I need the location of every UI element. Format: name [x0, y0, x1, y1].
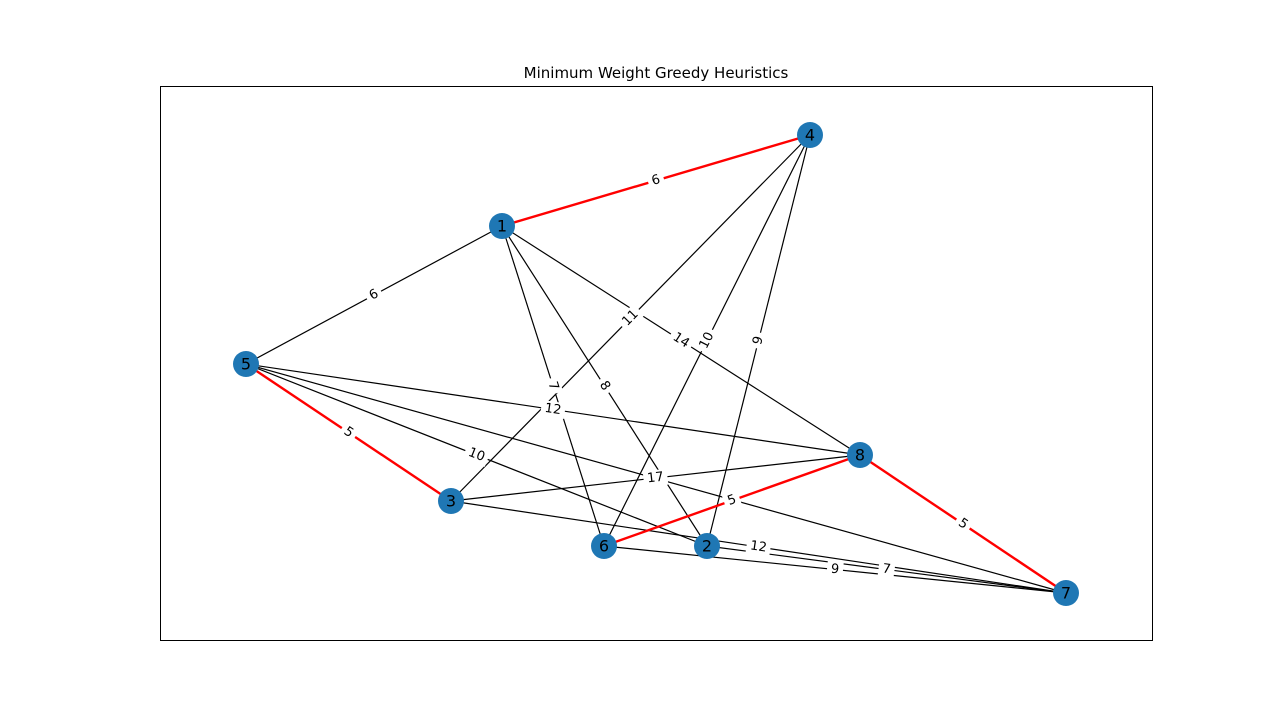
edge-weight-5-2: 10 — [462, 443, 491, 467]
edge-weight-text: 7 — [881, 562, 891, 578]
edge-weight-background — [462, 443, 491, 467]
edge-labels-layer: 6781411109121051712796555 — [337, 170, 975, 579]
node-circle — [489, 213, 515, 239]
edge-weight-background — [542, 375, 564, 397]
edge-weight-1-2: 8 — [593, 374, 616, 398]
edges-layer — [245, 133, 1067, 594]
node-8: 8 — [847, 442, 873, 468]
edge-weight-1-5: 6 — [363, 284, 385, 306]
edge-weight-background — [363, 284, 385, 306]
node-label: 7 — [1061, 584, 1071, 603]
edge-weight-background — [748, 330, 769, 351]
edge-weight-8-7: 5 — [951, 512, 975, 536]
edge-weight-background — [593, 374, 616, 398]
node-6: 6 — [591, 533, 617, 559]
node-label: 6 — [599, 537, 609, 556]
node-1: 1 — [489, 213, 515, 239]
node-label: 5 — [241, 355, 251, 374]
edge-weight-background — [694, 326, 720, 355]
edge-weight-text: 12 — [749, 538, 768, 555]
edge-weight-background — [877, 560, 896, 579]
edge-weight-4-6: 10 — [694, 326, 720, 355]
node-label: 3 — [446, 492, 456, 511]
plot-frame — [160, 86, 1153, 641]
edge-weight-2-7: 7 — [877, 560, 896, 579]
edge-weight-text: 6 — [650, 172, 662, 189]
edge-weight-4-3: 11 — [616, 303, 645, 333]
edge-weight-background — [642, 468, 669, 488]
node-label: 2 — [702, 537, 712, 556]
node-7: 7 — [1053, 580, 1079, 606]
edge-weight-6-7: 9 — [826, 560, 844, 579]
edge-weight-1-8: 14 — [666, 327, 696, 354]
node-circle — [1053, 580, 1079, 606]
edge-weight-1-4: 6 — [646, 170, 666, 191]
node-circle — [233, 351, 259, 377]
edge-weight-text: 10 — [697, 330, 718, 352]
node-5: 5 — [233, 351, 259, 377]
node-circle — [847, 442, 873, 468]
edge-weight-background — [337, 421, 360, 444]
node-circle — [694, 533, 720, 559]
node-label: 8 — [855, 446, 865, 465]
edge-weight-1-6: 7 — [542, 375, 564, 397]
edge-weight-text: 9 — [830, 562, 840, 578]
node-circle — [591, 533, 617, 559]
edge-weight-3-8: 17 — [642, 468, 669, 488]
edge-weight-3-7: 12 — [745, 537, 772, 557]
edge-weight-background — [616, 303, 645, 333]
edge-weight-6-8: 5 — [721, 490, 743, 511]
edge-weight-background — [666, 327, 696, 354]
edge-weight-text: 9 — [750, 335, 767, 347]
edge-weight-text: 12 — [544, 401, 563, 418]
edge-weight-5-3: 5 — [337, 421, 360, 444]
node-circle — [438, 488, 464, 514]
edge-weight-4-2: 9 — [748, 330, 769, 351]
edge-weight-background — [745, 537, 772, 557]
edge-weight-background — [951, 512, 975, 536]
edge-weight-text: 17 — [646, 470, 664, 487]
edge-weight-background — [646, 170, 666, 191]
node-2: 2 — [694, 533, 720, 559]
node-3: 3 — [438, 488, 464, 514]
edge-weight-background — [539, 399, 567, 420]
node-circle — [797, 122, 823, 148]
edge-weight-background — [826, 560, 844, 579]
node-label: 1 — [497, 217, 507, 236]
node-label: 4 — [805, 126, 815, 145]
node-4: 4 — [797, 122, 823, 148]
edge-weight-background — [721, 490, 743, 511]
figure-title: Minimum Weight Greedy Heuristics — [524, 64, 789, 82]
edge-weight-text: 10 — [466, 445, 487, 465]
edge-weight-5-8: 12 — [539, 399, 567, 420]
